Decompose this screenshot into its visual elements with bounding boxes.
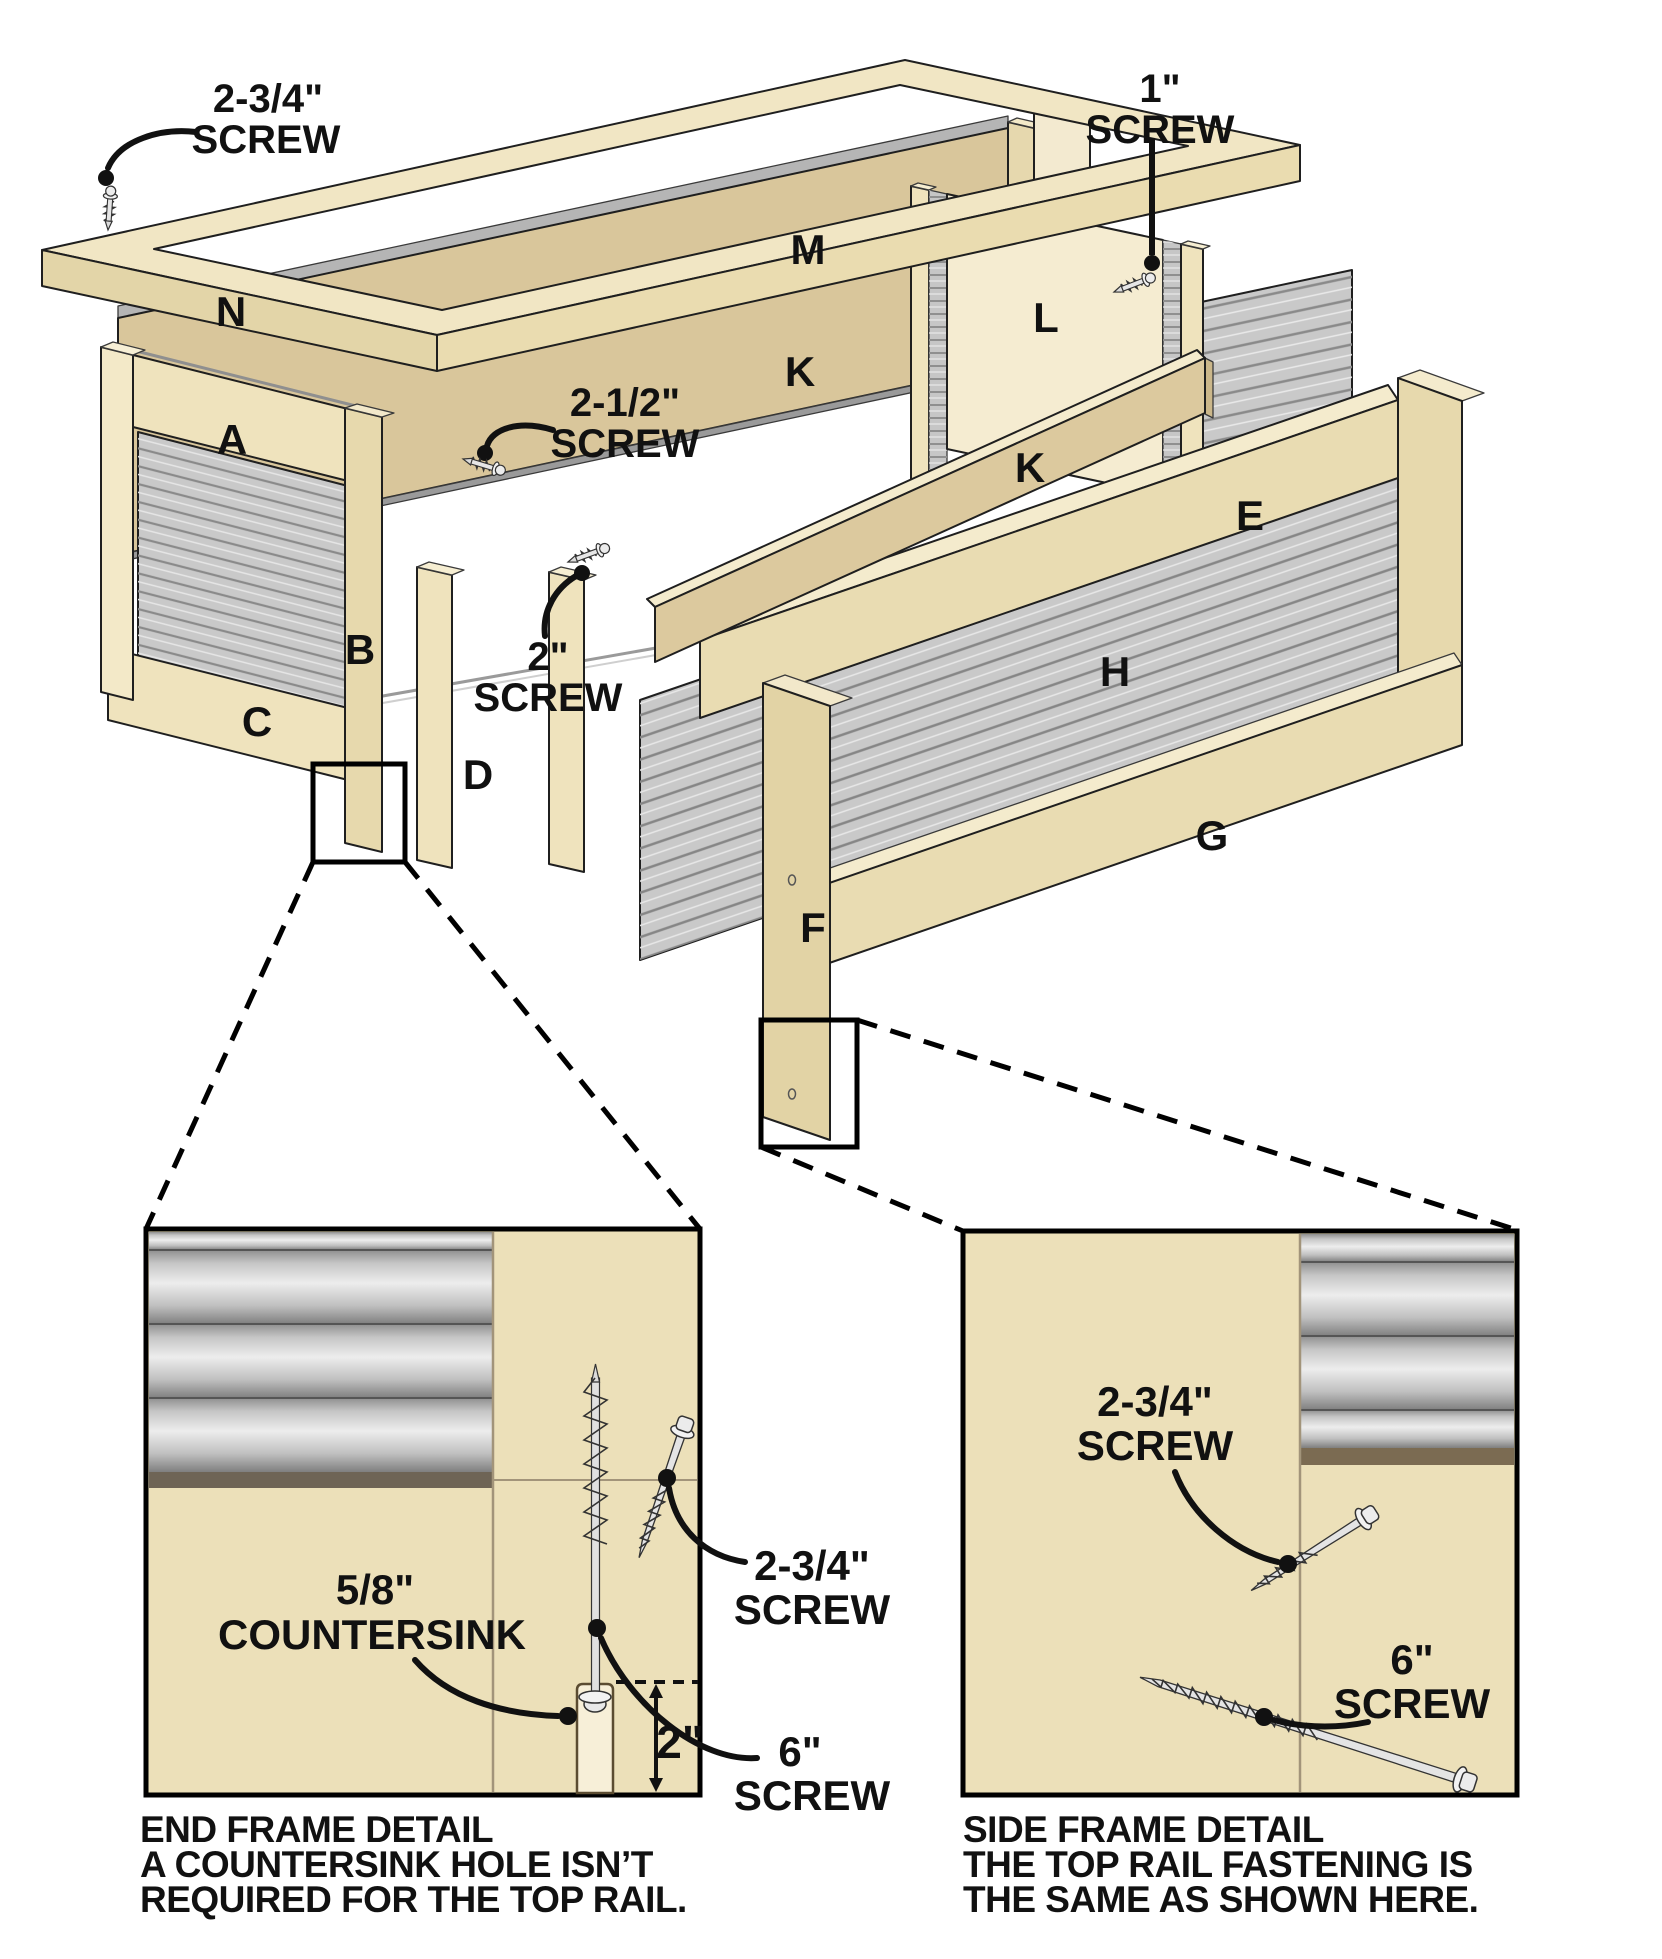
inset-screw-2-3-4-word: SCREW: [1077, 1422, 1234, 1469]
inset-screw-2-3-4-size: 2-3/4": [1097, 1378, 1213, 1425]
side-frame-detail-inset: 2-3/4" SCREW 6" SCREW SIDE FRAME DETAIL …: [960, 1228, 1520, 1920]
callout-screw-1-word: SCREW: [1086, 108, 1235, 152]
screw-icon: [100, 184, 119, 232]
part-label-g: G: [1196, 812, 1229, 859]
side-frame-caption-1: SIDE FRAME DETAIL: [963, 1809, 1324, 1850]
inset-screw-6-size: 6": [1390, 1636, 1433, 1683]
part-label-a: A: [217, 416, 247, 463]
end-frame-caption-3: REQUIRED FOR THE TOP RAIL.: [140, 1879, 687, 1920]
inset-screw-2-3-4-word: SCREW: [734, 1586, 891, 1633]
end-frame-caption-1: END FRAME DETAIL: [140, 1809, 493, 1850]
part-label-n: N: [216, 288, 246, 335]
callout-screw-2-1-2-word: SCREW: [551, 422, 700, 466]
inset-screw-6-word: SCREW: [734, 1772, 891, 1819]
callout-screw-1-size: 1": [1139, 67, 1180, 111]
part-label-b: B: [345, 626, 375, 673]
end-frame-detail-inset: 2" 5/8" COUNTERSINK 2-3/4" SCREW 6" SCRE…: [140, 1226, 891, 1920]
detail-zoom-box-side: [758, 1017, 860, 1150]
part-label-l: L: [1033, 294, 1059, 341]
part-label-d: D: [463, 751, 493, 798]
callout-screw-1: 1" SCREW: [1086, 67, 1235, 300]
posts-d: [416, 561, 597, 873]
callout-screw-2-1-2: 2-1/2" SCREW: [460, 381, 700, 480]
callout-screw-2-3-4: 2-3/4" SCREW: [98, 77, 341, 232]
side-frame-caption-2: THE TOP RAIL FASTENING IS: [963, 1844, 1473, 1885]
stile-f: [762, 682, 831, 1141]
detail-zoom-box-end: [310, 761, 408, 865]
callout-screw-2-word: SCREW: [474, 676, 623, 720]
callout-screw-2-1-2-size: 2-1/2": [570, 381, 680, 425]
part-label-m: M: [791, 226, 826, 273]
callout-screw-2-3-4-word: SCREW: [192, 118, 341, 162]
callout-screw-2-3-4-size: 2-3/4": [213, 77, 323, 121]
screw-6-icon: [578, 1363, 612, 1713]
inset-screw-6-word: SCREW: [1334, 1680, 1491, 1727]
corrugated-detail-icon: [1300, 1234, 1514, 1448]
corrugated-detail-icon: [149, 1232, 493, 1472]
side-frame: [639, 349, 1485, 1141]
exploded-view: 2-3/4" SCREW 1" SCREW 2-1/2" SCREW 2" SC…: [41, 59, 1518, 1234]
panel-k-near: [654, 357, 1206, 663]
end-frame-caption-2: A COUNTERSINK HOLE ISN’T: [140, 1844, 654, 1885]
top-frame: [41, 59, 1301, 372]
countersink-size-label: 5/8": [336, 1566, 414, 1613]
part-label-f: F: [800, 904, 826, 951]
part-label-c: C: [242, 698, 272, 745]
part-label-k-near: K: [1015, 444, 1045, 491]
side-frame-caption-3: THE SAME AS SHOWN HERE.: [963, 1879, 1478, 1920]
callout-screw-2-size: 2": [527, 635, 568, 679]
callout-screw-2: 2" SCREW: [474, 539, 623, 720]
part-label-h: H: [1100, 648, 1130, 695]
countersink-hole: [575, 1682, 615, 1795]
inset-screw-2-3-4-size: 2-3/4": [754, 1542, 870, 1589]
countersink-word-label: COUNTERSINK: [218, 1611, 526, 1658]
end-frame: [100, 341, 395, 853]
part-label-e: E: [1236, 492, 1264, 539]
part-label-k-far: K: [785, 348, 815, 395]
screw-icon: [564, 539, 613, 570]
inset-screw-6-size: 6": [778, 1728, 821, 1775]
